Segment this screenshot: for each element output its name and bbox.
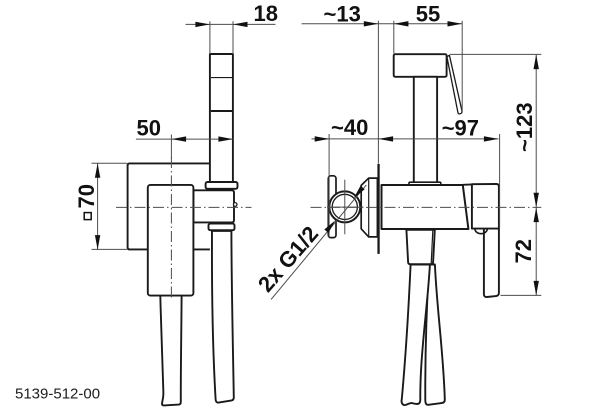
svg-text:18: 18	[254, 1, 278, 26]
svg-text:~97: ~97	[442, 115, 479, 140]
svg-text:~123: ~123	[512, 102, 537, 152]
svg-text:~40: ~40	[331, 115, 368, 140]
svg-text:72: 72	[511, 239, 536, 263]
svg-text:5139-512-00: 5139-512-00	[15, 385, 100, 402]
svg-text:70: 70	[74, 184, 99, 208]
svg-text:~13: ~13	[324, 2, 361, 27]
svg-text:55: 55	[416, 1, 440, 26]
svg-text:50: 50	[137, 115, 161, 140]
